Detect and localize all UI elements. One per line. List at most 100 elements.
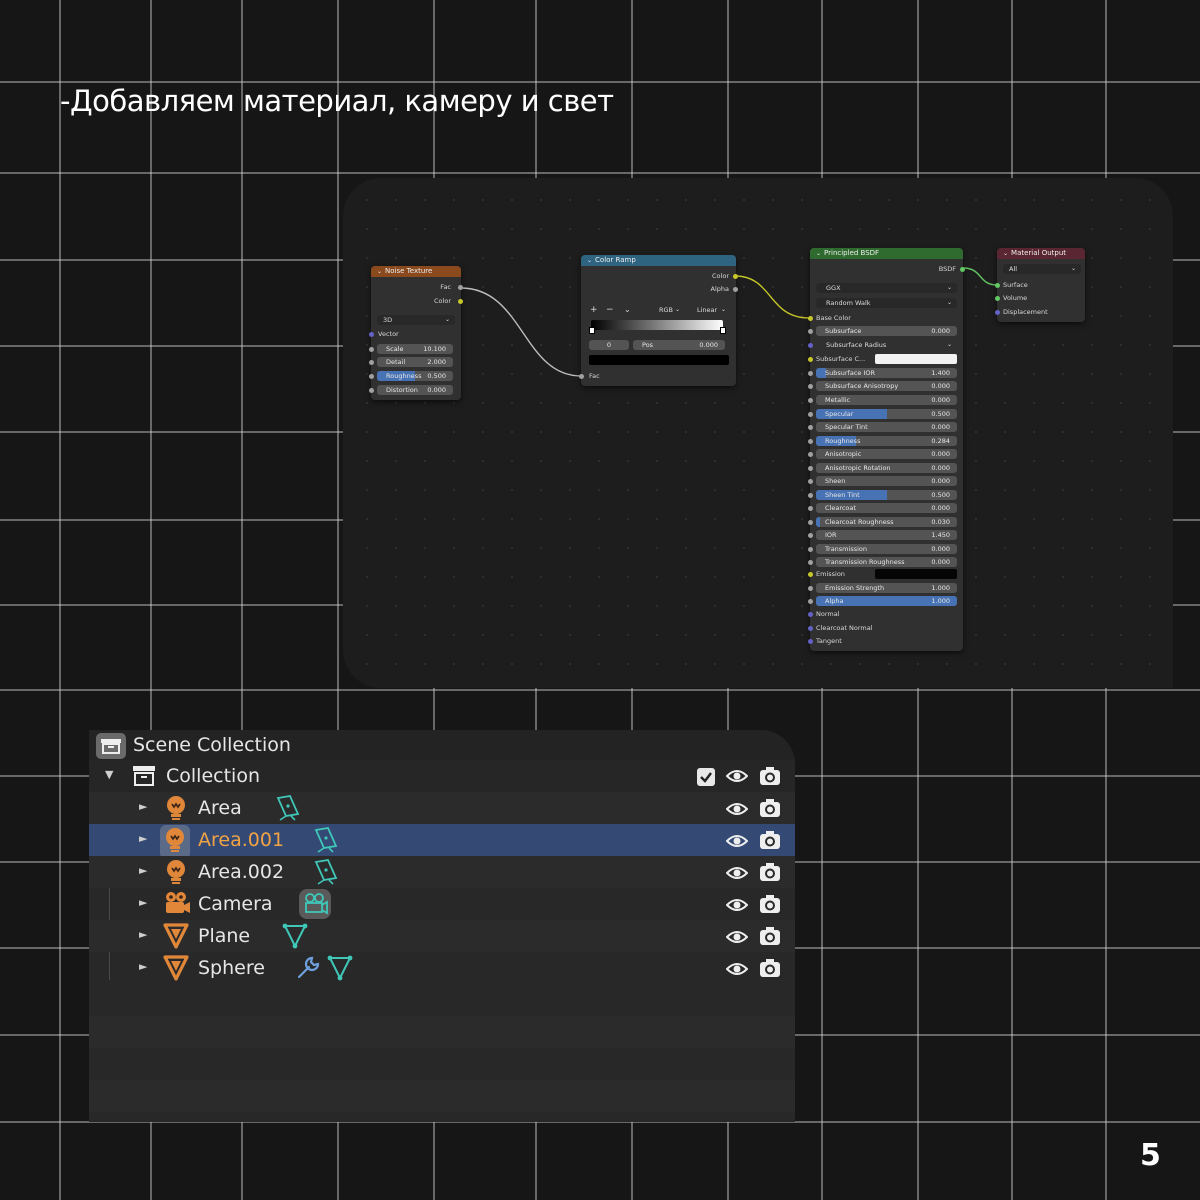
fac-output-socket[interactable] [458, 285, 463, 290]
color-output-socket[interactable] [458, 299, 463, 304]
collapse-chevron-icon[interactable]: ⌄ [816, 250, 822, 257]
collapse-chevron-icon[interactable]: ⌄ [1003, 250, 1009, 257]
slider-input-socket[interactable] [808, 547, 813, 552]
tangent-socket[interactable] [808, 639, 813, 644]
render-camera-icon[interactable] [759, 926, 781, 950]
stop-index-field[interactable]: 0 [589, 340, 629, 350]
slider-input-socket[interactable] [808, 493, 813, 498]
slider-input-socket[interactable] [808, 586, 813, 591]
fac-input-socket[interactable] [579, 374, 584, 379]
expand-triangle-icon[interactable]: ► [139, 864, 148, 877]
slider-input-socket[interactable] [808, 466, 813, 471]
roughness-input-socket[interactable] [369, 374, 374, 379]
exclude-checkbox-icon[interactable] [697, 768, 715, 786]
detail-input-socket[interactable] [369, 360, 374, 365]
displacement-input-socket[interactable] [995, 310, 1000, 315]
expand-triangle-icon[interactable]: ► [139, 832, 148, 845]
slider-input-socket[interactable] [808, 439, 813, 444]
visibility-eye-icon[interactable] [725, 801, 749, 820]
collapse-chevron-icon[interactable]: ⌄ [587, 257, 593, 264]
expand-triangle-icon[interactable]: ► [139, 800, 148, 813]
principled-bsdf-node[interactable]: ⌄Principled BSDF BSDF GGX⌄ Random Walk⌄ … [808, 248, 965, 651]
slider-input-socket[interactable] [808, 371, 813, 376]
render-camera-icon[interactable] [759, 798, 781, 822]
base-color-socket[interactable] [808, 316, 813, 321]
noise-texture-header[interactable]: ⌄Noise Texture [371, 266, 461, 277]
render-camera-icon[interactable] [759, 830, 781, 854]
outliner-row-area-001[interactable]: ► Area.001 [89, 824, 795, 859]
subsurface-radius-field[interactable]: Subsurface Radius⌄ [816, 340, 957, 350]
area-light-data-icon[interactable] [275, 794, 301, 825]
color-ramp-gradient[interactable] [591, 320, 723, 330]
outliner-panel[interactable]: Scene Collection ▼ Collection ►Area►Area… [89, 730, 795, 1122]
collection-row[interactable]: ▼ Collection [89, 760, 795, 792]
collapse-triangle-icon[interactable]: ▼ [105, 768, 114, 781]
subsurface-radius-socket[interactable] [808, 343, 813, 348]
collapse-chevron-icon[interactable]: ⌄ [377, 268, 383, 275]
light-icon[interactable] [163, 859, 189, 889]
alpha-output-socket[interactable] [733, 287, 738, 292]
ramp-stop-black[interactable] [589, 327, 595, 334]
shader-node-editor[interactable]: ⌄Noise Texture Fac Color 3D⌄ Vector Scal… [343, 178, 1173, 688]
ramp-stop-white[interactable] [720, 327, 726, 334]
render-camera-icon[interactable] [759, 958, 781, 982]
outliner-row-area-002[interactable]: ► Area.002 [89, 856, 795, 888]
object-name-label[interactable]: Area [198, 797, 242, 819]
subsurface-color-socket[interactable] [808, 357, 813, 362]
object-name-label[interactable]: Plane [198, 925, 251, 947]
slider-input-socket[interactable] [808, 329, 813, 334]
mesh-object-icon[interactable] [163, 923, 189, 953]
distribution-dropdown[interactable]: GGX⌄ [816, 283, 957, 293]
volume-input-socket[interactable] [995, 296, 1000, 301]
stop-color-swatch[interactable] [589, 355, 729, 365]
modifier-wrench-icon[interactable] [295, 955, 321, 985]
area-light-data-icon[interactable] [313, 858, 339, 889]
mesh-object-icon[interactable] [163, 955, 189, 985]
distortion-input-socket[interactable] [369, 388, 374, 393]
slider-input-socket[interactable] [808, 425, 813, 430]
slider-input-socket[interactable] [808, 506, 813, 511]
slider-input-socket[interactable] [808, 452, 813, 457]
light-icon[interactable] [160, 825, 190, 859]
mesh-data-icon[interactable] [282, 923, 308, 953]
visibility-eye-icon[interactable] [725, 929, 749, 948]
visibility-eye-icon[interactable] [725, 897, 749, 916]
dimensions-dropdown[interactable]: 3D⌄ [377, 315, 455, 325]
object-name-label[interactable]: Area.001 [198, 829, 285, 851]
color-mode-dropdown[interactable]: RGB⌄ [639, 305, 685, 315]
slider-input-socket[interactable] [808, 560, 813, 565]
remove-stop-button[interactable]: − [606, 305, 614, 315]
outliner-row-plane[interactable]: ►Plane [89, 920, 795, 952]
output-target-dropdown[interactable]: All⌄ [1003, 264, 1081, 274]
light-icon[interactable] [163, 795, 189, 825]
outliner-row-area[interactable]: ► Area [89, 792, 795, 824]
object-name-label[interactable]: Area.002 [198, 861, 285, 883]
emission-socket[interactable] [808, 572, 813, 577]
expand-triangle-icon[interactable]: ► [139, 960, 148, 973]
subsurface-method-dropdown[interactable]: Random Walk⌄ [816, 298, 957, 308]
surface-input-socket[interactable] [995, 283, 1000, 288]
visibility-eye-icon[interactable] [725, 961, 749, 980]
visibility-eye-icon[interactable] [726, 769, 748, 783]
visibility-eye-icon[interactable] [725, 833, 749, 852]
render-camera-icon[interactable] [759, 894, 781, 918]
scale-input-socket[interactable] [369, 347, 374, 352]
